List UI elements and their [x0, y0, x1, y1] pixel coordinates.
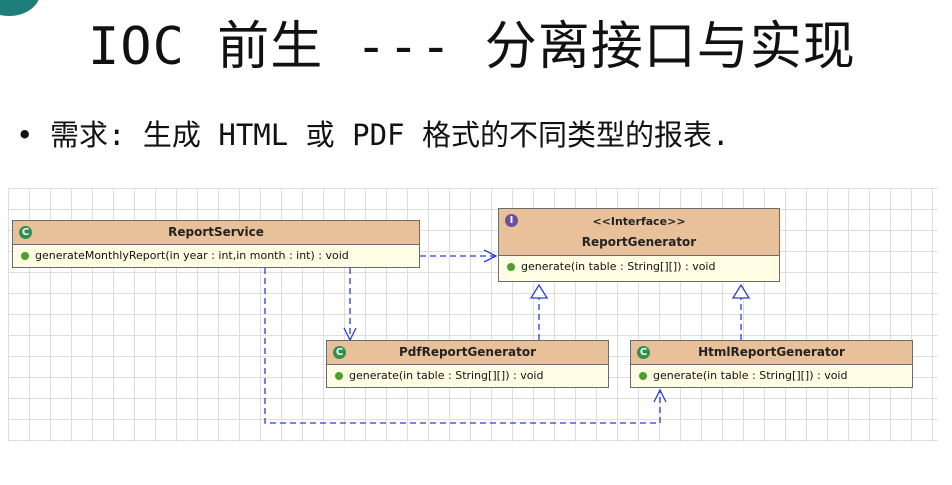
- bullet-icon: •: [16, 118, 34, 152]
- realization-html-arrowhead: [731, 283, 751, 299]
- operation-signature: generateMonthlyReport(in year : int,in m…: [35, 249, 349, 262]
- class-operation: generate(in table : String[][]) : void: [499, 256, 779, 278]
- interface-icon: I: [505, 214, 518, 227]
- class-name: PdfReportGenerator: [398, 345, 537, 359]
- class-pdf-report-generator[interactable]: C PdfReportGenerator generate(in table :…: [326, 340, 609, 388]
- class-operation: generate(in table : String[][]) : void: [327, 365, 608, 387]
- operation-signature: generate(in table : String[][]) : void: [521, 260, 716, 273]
- slide-title: IOC 前生 --- 分离接口与实现: [88, 17, 856, 77]
- class-operation: generateMonthlyReport(in year : int,in m…: [13, 245, 419, 267]
- class-name: ReportService: [168, 225, 264, 239]
- public-method-icon: [507, 263, 515, 271]
- class-header: C ReportService: [13, 221, 419, 245]
- class-header: I <<Interface>> ReportGenerator: [499, 209, 779, 256]
- class-header: C HtmlReportGenerator: [631, 341, 912, 365]
- interface-stereotype: <<Interface>>: [592, 215, 686, 228]
- dependency-service-to-html: [264, 268, 660, 424]
- class-icon: C: [637, 346, 650, 359]
- operation-signature: generate(in table : String[][]) : void: [653, 369, 848, 382]
- public-method-icon: [335, 372, 343, 380]
- class-header: C PdfReportGenerator: [327, 341, 608, 365]
- interface-report-generator[interactable]: I <<Interface>> ReportGenerator generate…: [498, 208, 780, 282]
- class-icon: C: [333, 346, 346, 359]
- uml-class-diagram: C ReportService generateMonthlyReport(in…: [8, 188, 938, 442]
- requirement-bullet: • 需求: 生成 HTML 或 PDF 格式的不同类型的报表.: [16, 112, 729, 154]
- operation-signature: generate(in table : String[][]) : void: [349, 369, 544, 382]
- public-method-icon: [21, 252, 29, 260]
- class-operation: generate(in table : String[][]) : void: [631, 365, 912, 387]
- requirement-text: 需求: 生成 HTML 或 PDF 格式的不同类型的报表.: [50, 118, 730, 152]
- diagram-connectors: [264, 188, 751, 424]
- class-name: ReportGenerator: [581, 235, 697, 249]
- class-name: HtmlReportGenerator: [698, 345, 845, 359]
- class-html-report-generator[interactable]: C HtmlReportGenerator generate(in table …: [630, 340, 913, 388]
- class-report-service[interactable]: C ReportService generateMonthlyReport(in…: [12, 220, 420, 268]
- class-icon: C: [19, 226, 32, 239]
- realization-pdf-arrowhead: [529, 283, 549, 299]
- public-method-icon: [639, 372, 647, 380]
- corner-logo: [0, 0, 40, 16]
